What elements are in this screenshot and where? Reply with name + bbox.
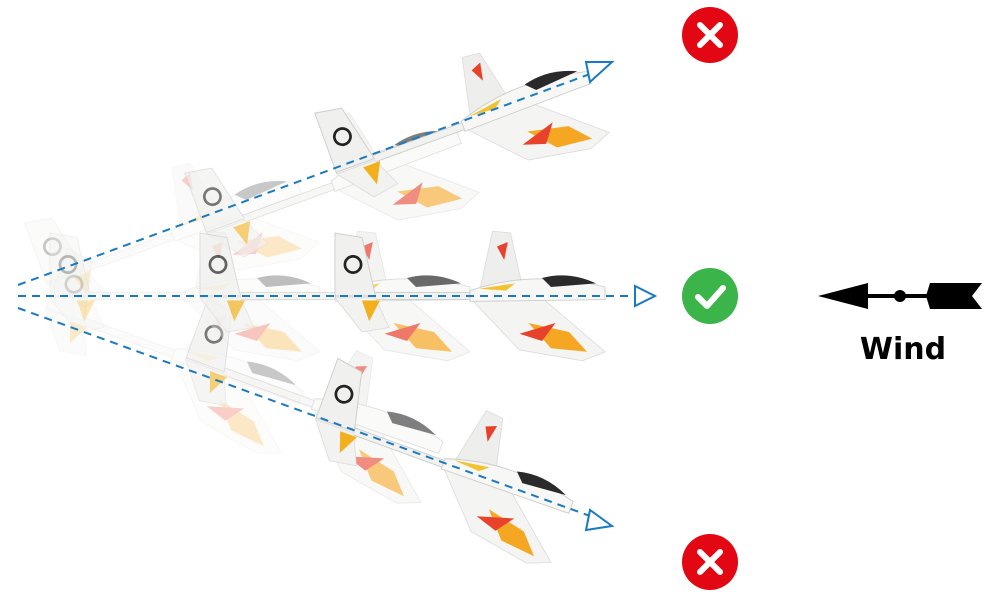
x-icon — [682, 7, 738, 63]
arrowhead-lower — [584, 508, 615, 532]
x-icon — [682, 534, 738, 590]
trajectory-upper — [17, 73, 591, 286]
check-icon — [682, 268, 738, 324]
arrowhead-upper — [584, 61, 615, 84]
arrowhead-middle — [634, 284, 658, 308]
wind-label: Wind — [859, 332, 947, 367]
trajectory-lower — [17, 307, 591, 517]
wind-arrow-icon — [818, 283, 982, 309]
